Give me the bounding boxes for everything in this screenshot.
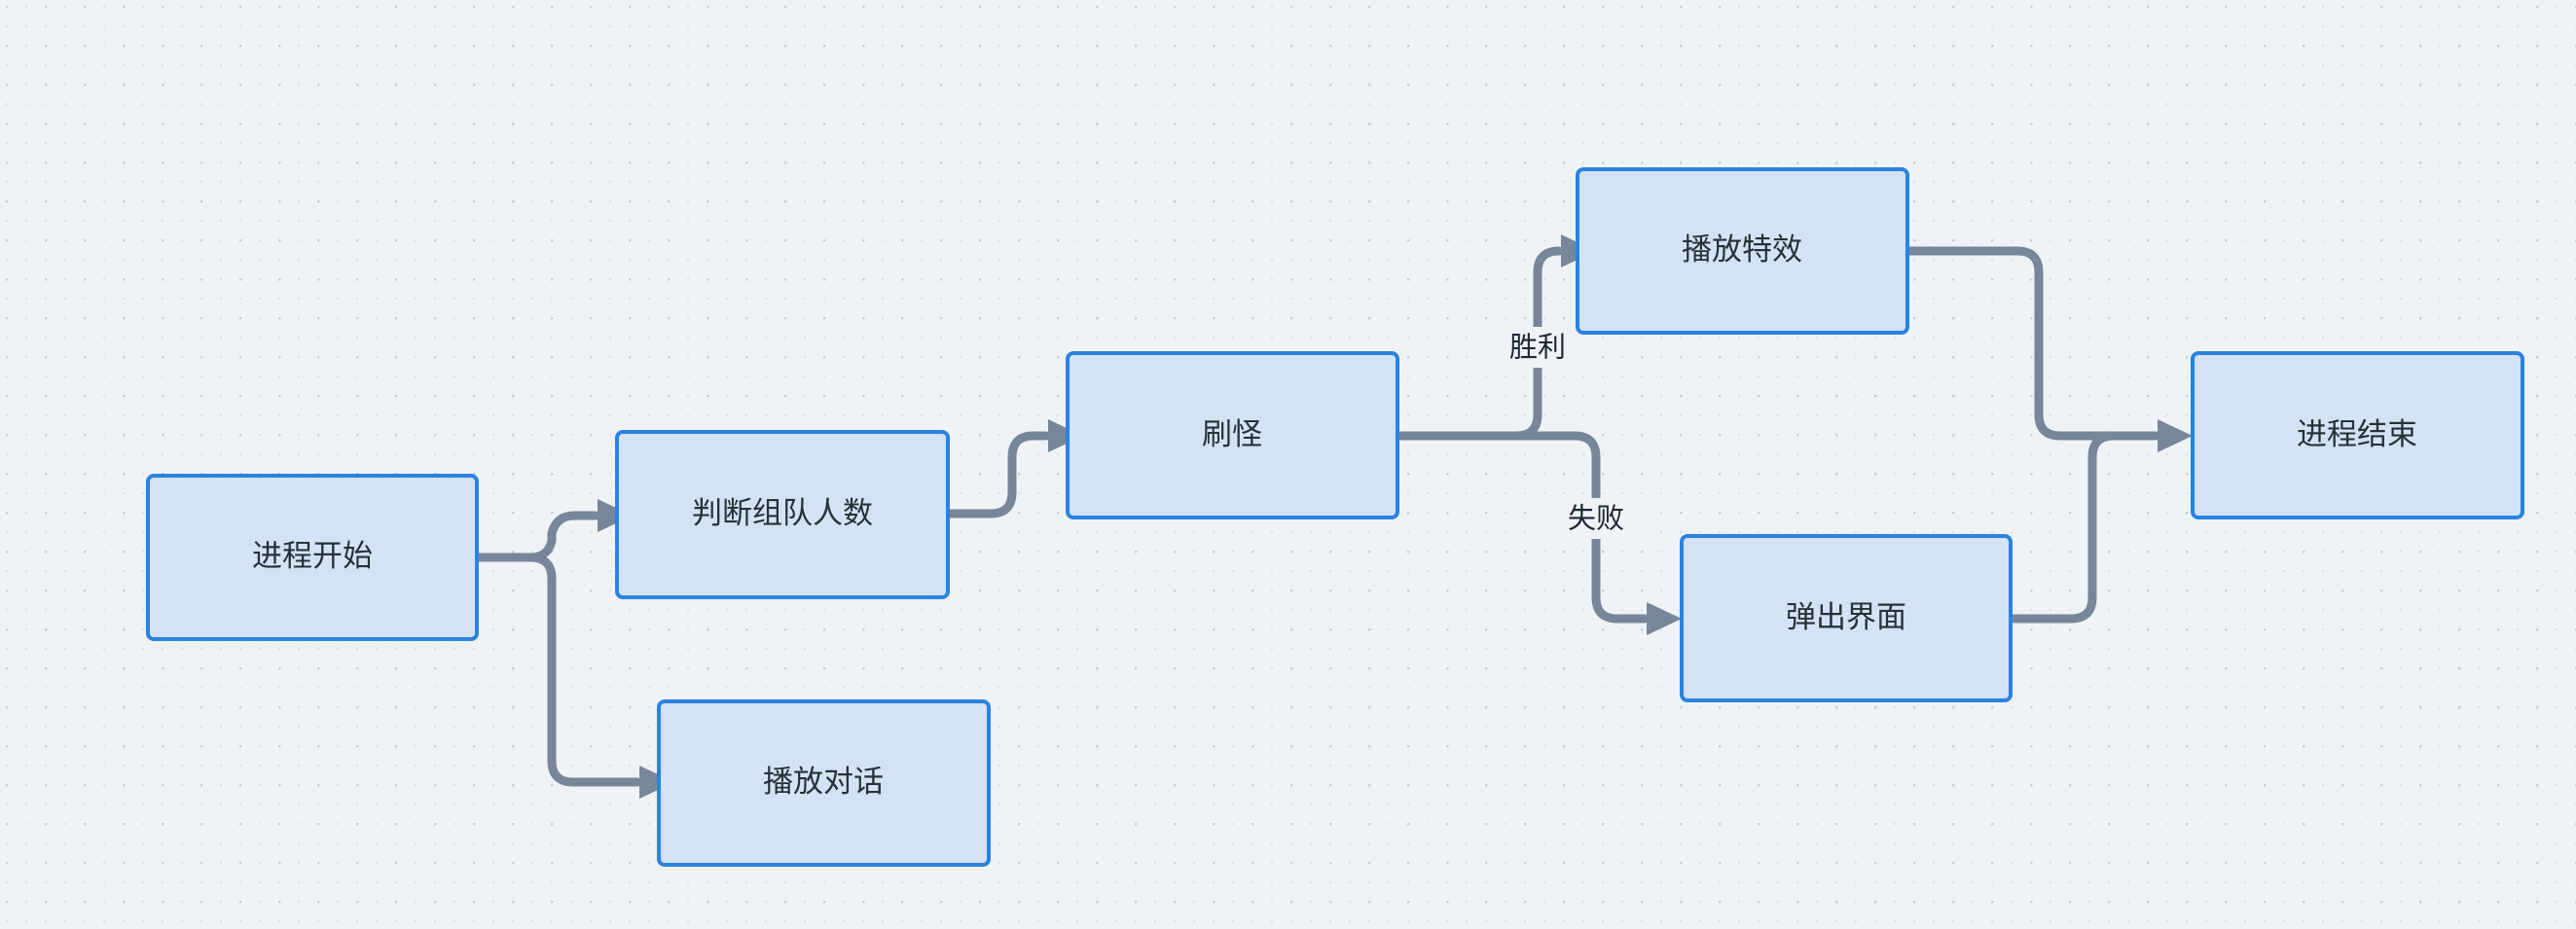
node-spawn-monsters[interactable]: 刷怪 <box>1066 351 1399 519</box>
node-play-dialog[interactable]: 播放对话 <box>657 699 991 867</box>
edge-party-to-spawn[interactable] <box>943 419 1083 518</box>
node-layer: 进程开始 判断组队人数 播放对话 刷怪 播放特效 弹出界面 <box>146 167 2524 867</box>
edge-path-start-party[interactable] <box>472 511 600 562</box>
node-start[interactable]: 进程开始 <box>146 474 479 641</box>
edge-path-effect-end[interactable] <box>1903 246 2160 441</box>
node-judge-party-size[interactable]: 判断组队人数 <box>615 430 950 599</box>
node-popup-ui-rect[interactable] <box>1680 534 2013 702</box>
edge-label-defeat[interactable]: 失败 <box>1536 498 1656 539</box>
edge-path-party-spawn[interactable] <box>943 431 1051 518</box>
edge-path-start-dialog[interactable] <box>472 553 642 787</box>
node-spawn-monsters-rect[interactable] <box>1066 351 1399 519</box>
edge-start-to-party[interactable] <box>472 499 633 562</box>
node-play-dialog-rect[interactable] <box>657 699 991 867</box>
node-play-effect[interactable]: 播放特效 <box>1576 167 1909 335</box>
node-end[interactable]: 进程结束 <box>2191 351 2524 519</box>
arrowhead-spawn-popup <box>1647 602 1682 635</box>
node-end-rect[interactable] <box>2191 351 2524 519</box>
arrowhead-effect-end <box>2158 419 2193 452</box>
node-popup-ui[interactable]: 弹出界面 <box>1680 534 2013 702</box>
node-start-rect[interactable] <box>146 474 479 641</box>
node-judge-party-size-rect[interactable] <box>615 430 950 599</box>
edge-label-victory-bg <box>1477 327 1598 368</box>
edge-popup-to-end[interactable] <box>2006 431 2160 624</box>
edge-label-defeat-bg <box>1536 498 1656 539</box>
node-play-effect-rect[interactable] <box>1576 167 1909 335</box>
edge-effect-to-end[interactable] <box>1903 246 2193 452</box>
edge-path-popup-end[interactable] <box>2006 431 2160 624</box>
